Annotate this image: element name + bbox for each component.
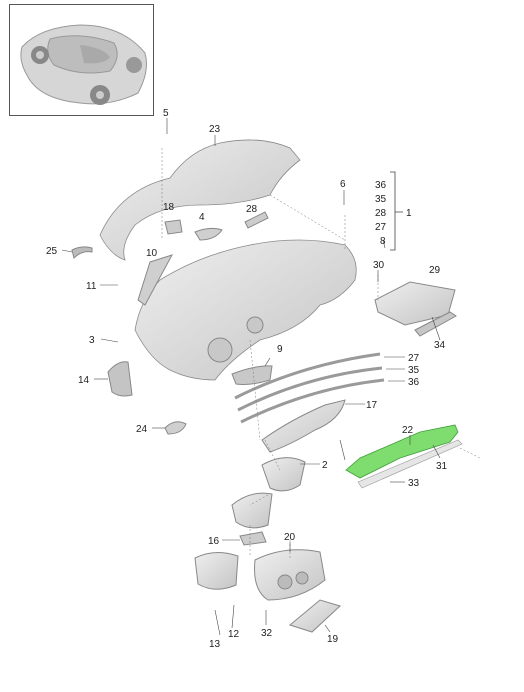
- part-17-trim[interactable]: [261, 399, 346, 453]
- callout-12[interactable]: 12: [228, 629, 240, 640]
- callout-11[interactable]: 11: [86, 281, 97, 292]
- part-34-cover[interactable]: [414, 311, 457, 337]
- car-illustration: [20, 24, 147, 105]
- group-bracket: [390, 171, 403, 251]
- trim-strip-27[interactable]: [234, 352, 381, 400]
- callout-17[interactable]: 17: [366, 400, 378, 411]
- housing-opening: [295, 571, 309, 585]
- vehicle-thumbnail: [9, 4, 154, 116]
- part-33-rail[interactable]: [357, 439, 463, 489]
- bracket-item-27[interactable]: 27: [375, 222, 387, 233]
- callout-35[interactable]: 35: [408, 365, 420, 376]
- part-10-bracket[interactable]: [137, 254, 174, 306]
- bracket-item-8[interactable]: 8: [380, 236, 386, 247]
- vent-opening: [207, 337, 233, 363]
- callout-27[interactable]: 27: [408, 353, 420, 364]
- part-duct-mid[interactable]: [231, 492, 273, 529]
- trim-strip-35[interactable]: [237, 366, 383, 412]
- callout-4[interactable]: 4: [199, 212, 205, 223]
- callout-5[interactable]: 5: [163, 108, 169, 119]
- part-24-vent[interactable]: [164, 421, 187, 435]
- group-bracket-list: 36 35 28 27 8 1: [375, 180, 412, 247]
- callout-30[interactable]: 30: [373, 260, 385, 271]
- part-23-dashboard-cover[interactable]: [99, 139, 301, 261]
- callout-22[interactable]: 22: [402, 425, 414, 436]
- callout-14[interactable]: 14: [78, 375, 90, 386]
- callout-28[interactable]: 28: [246, 204, 258, 215]
- callout-19[interactable]: 19: [327, 634, 339, 645]
- part-28-trim[interactable]: [244, 211, 269, 229]
- part-18-clip[interactable]: [164, 219, 183, 235]
- callout-10[interactable]: 10: [146, 248, 158, 259]
- callout-23[interactable]: 23: [209, 124, 221, 135]
- callout-36[interactable]: 36: [408, 377, 420, 388]
- callout-24[interactable]: 24: [136, 424, 148, 435]
- callout-1[interactable]: 1: [406, 208, 412, 219]
- callout-3[interactable]: 3: [89, 335, 95, 346]
- callout-31[interactable]: 31: [436, 461, 448, 472]
- part-20-housing[interactable]: [254, 549, 326, 601]
- callout-16[interactable]: 16: [208, 536, 220, 547]
- callout-13[interactable]: 13: [209, 639, 221, 650]
- callout-20[interactable]: 20: [284, 532, 296, 543]
- bracket-item-36[interactable]: 36: [375, 180, 387, 191]
- callout-29[interactable]: 29: [429, 265, 441, 276]
- trim-strip-36[interactable]: [240, 378, 385, 424]
- callout-34[interactable]: 34: [434, 340, 446, 351]
- part-9-panel[interactable]: [231, 365, 273, 385]
- part-25-strip[interactable]: [71, 246, 93, 259]
- part-2-duct[interactable]: [261, 457, 306, 492]
- part-dashboard-carrier[interactable]: [134, 239, 357, 381]
- callout-18[interactable]: 18: [163, 202, 175, 213]
- bracket-item-35[interactable]: 35: [375, 194, 387, 205]
- part-22-highlighted-bracket[interactable]: [345, 424, 459, 479]
- part-housing-left[interactable]: [194, 552, 239, 590]
- part-14-side-panel[interactable]: [107, 361, 133, 397]
- callout-2[interactable]: 2: [322, 460, 328, 471]
- part-19-bracket[interactable]: [288, 599, 341, 633]
- leader-lines: [61, 118, 441, 636]
- part-4-vent[interactable]: [194, 227, 223, 241]
- callout-9[interactable]: 9: [277, 344, 283, 355]
- callout-25[interactable]: 25: [46, 246, 58, 257]
- housing-opening: [277, 574, 293, 590]
- part-16-clip[interactable]: [239, 531, 267, 546]
- callout-32[interactable]: 32: [261, 628, 273, 639]
- bracket-item-28[interactable]: 28: [375, 208, 387, 219]
- callout-6[interactable]: 6: [340, 179, 346, 190]
- callout-33[interactable]: 33: [408, 478, 420, 489]
- vent-opening: [246, 316, 264, 334]
